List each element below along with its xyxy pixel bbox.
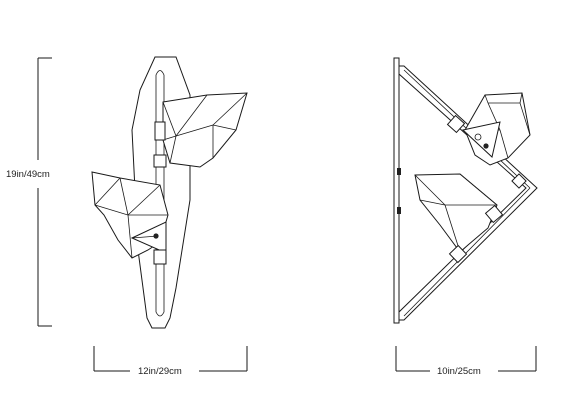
front-stem-slot (155, 70, 165, 317)
side-depth-label: 10in/25cm (437, 366, 481, 377)
side-upper-socket (461, 121, 501, 158)
front-width-dimension: 12in/29cm (93, 346, 248, 377)
side-arm-outline (398, 65, 538, 321)
front-middle-joint (153, 154, 167, 168)
front-view (91, 56, 248, 329)
side-lower-joint (448, 244, 468, 264)
side-upper-bulb-icon (483, 143, 489, 149)
front-width-label: 12in/29cm (138, 366, 182, 377)
side-lower-shade (414, 173, 498, 253)
side-elbow-joint (511, 173, 527, 189)
side-view (393, 57, 538, 324)
side-upper-joint (446, 114, 466, 134)
front-upper-joint (154, 121, 166, 141)
side-wall-plate (393, 57, 400, 324)
side-mount-screw-lower (397, 207, 401, 214)
side-depth-dimension: 10in/25cm (395, 346, 537, 377)
side-middle-joint (484, 204, 504, 224)
front-upper-shade (162, 92, 248, 168)
front-bulb-icon (153, 233, 159, 239)
front-lower-joint (153, 249, 167, 265)
side-mount-screw-upper (397, 168, 401, 175)
front-socket-triangle (130, 221, 167, 254)
height-dimension-label: 19in/49cm (6, 169, 50, 180)
height-dimension: 19in/49cm (6, 57, 52, 327)
